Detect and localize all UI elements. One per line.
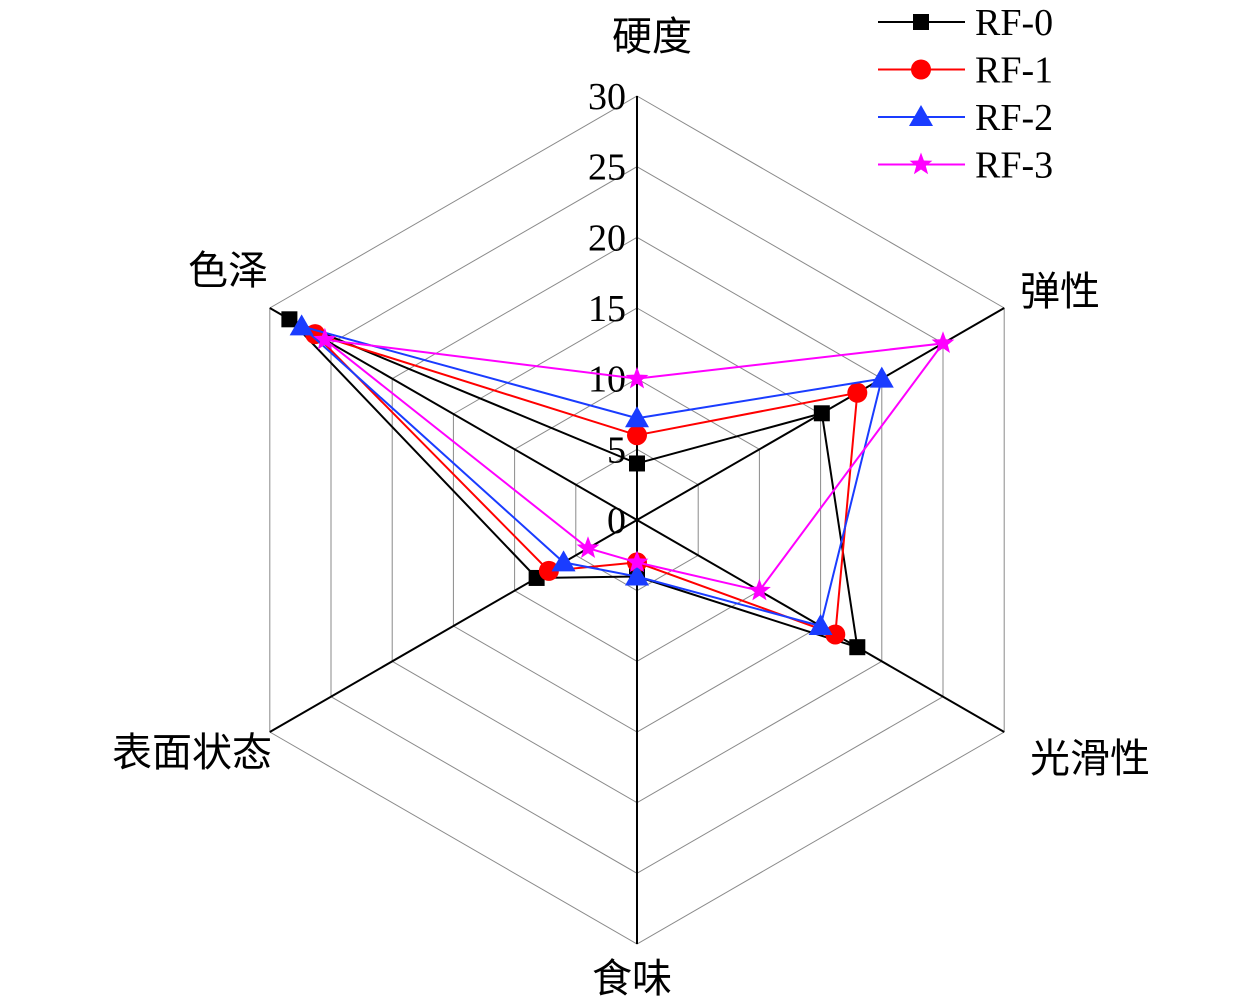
data-point [625, 406, 649, 428]
legend-marker [911, 59, 931, 80]
axis-label: 光滑性 [1030, 736, 1150, 781]
data-point [748, 578, 771, 601]
axis-line [269, 307, 638, 521]
data-point [625, 366, 649, 389]
axis-label: 表面状态 [112, 730, 272, 775]
data-point [313, 327, 337, 350]
legend-label: RF-2 [975, 97, 1053, 139]
data-point [629, 455, 645, 472]
data-point [281, 311, 298, 328]
data-point [808, 614, 833, 635]
series-line [314, 333, 859, 636]
legend-label: RF-0 [975, 2, 1053, 44]
axis-label: 食味 [592, 956, 672, 1001]
tick-label: 10 [588, 359, 626, 401]
legend-label: RF-1 [975, 50, 1053, 92]
tick-label: 20 [588, 217, 626, 259]
legend-item: RF-0 [878, 2, 1053, 44]
data-point [551, 550, 576, 572]
legend-item: RF-2 [878, 97, 1053, 139]
axis-label: 色泽 [188, 248, 268, 293]
data-point [869, 366, 894, 388]
data-point [625, 550, 649, 573]
data-point [847, 382, 868, 403]
series-rf-1 [314, 333, 859, 636]
axis-label: 弹性 [1020, 269, 1100, 314]
legend-label: RF-3 [975, 145, 1053, 187]
axis-line [269, 519, 638, 733]
data-point [538, 560, 559, 581]
tick-label: 25 [588, 147, 626, 189]
data-point [825, 624, 846, 645]
legend-marker [909, 152, 933, 175]
legend-marker [913, 14, 929, 30]
tick-label: 15 [588, 288, 626, 330]
data-point [931, 331, 955, 353]
legend-item: RF-3 [878, 145, 1053, 187]
tick-label: 0 [607, 500, 626, 542]
tick-label: 5 [607, 429, 626, 471]
tick-label: 30 [588, 76, 626, 118]
data-point [625, 564, 649, 586]
data-point [289, 314, 314, 336]
legend-item: RF-1 [878, 50, 1053, 92]
data-point [813, 405, 830, 422]
data-point [627, 425, 647, 446]
data-point [576, 536, 600, 558]
legend-marker [909, 105, 933, 126]
data-point [849, 639, 866, 656]
axis-label: 硬度 [612, 14, 692, 59]
